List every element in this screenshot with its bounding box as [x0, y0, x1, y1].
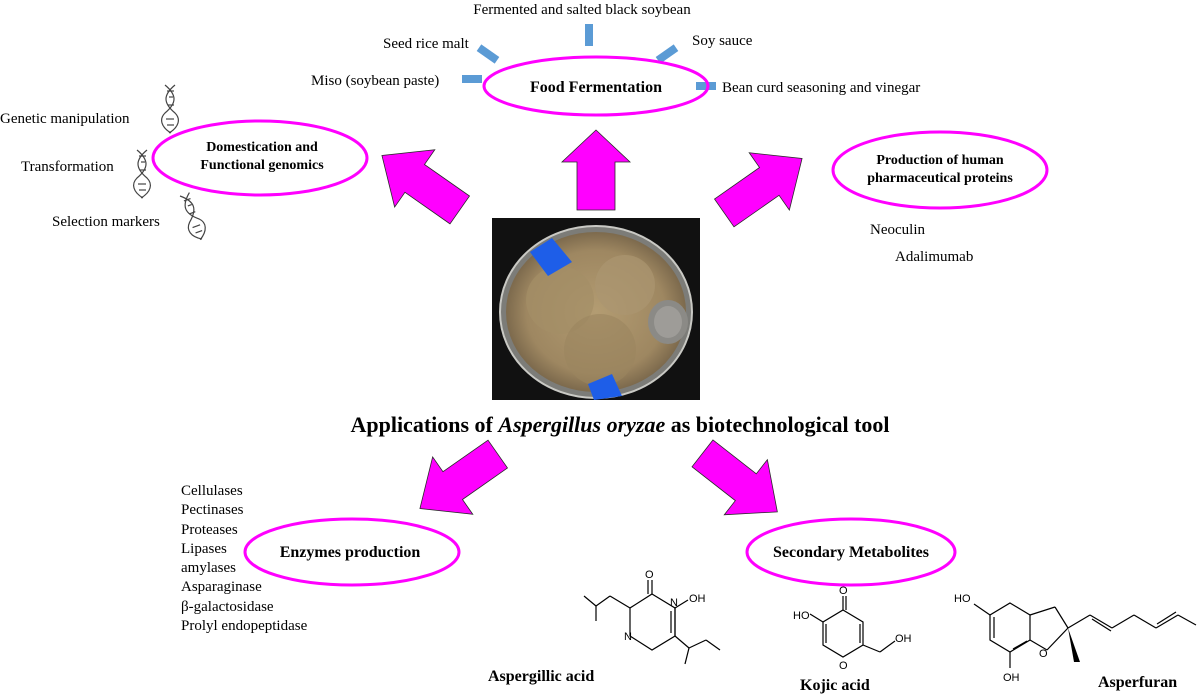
aspergillic-atom-oh: OH — [689, 593, 706, 605]
enzyme-list: Cellulases Pectinases Proteases Lipases … — [181, 482, 307, 636]
aspergillic-acid-structure — [583, 580, 721, 665]
asperfuran-atom-oh: OH — [1003, 672, 1020, 684]
kojic-atom-oh: OH — [895, 633, 912, 645]
asperfuran-atom-ho: HO — [954, 593, 971, 605]
product-bean-curd: Bean curd seasoning and vinegar — [722, 80, 921, 96]
connector-fermented — [585, 24, 593, 46]
metabolites-ellipse — [745, 517, 957, 587]
domestication-label-line2: Functional genomics — [200, 157, 324, 173]
asperfuran-atom-o: O — [1039, 648, 1048, 660]
tool-selection-markers: Selection markers — [52, 214, 160, 230]
product-soy-sauce: Soy sauce — [692, 33, 753, 49]
enzyme-item: Prolyl endopeptidase — [181, 618, 308, 635]
aspergillic-atom-n1: N — [670, 597, 678, 609]
pharma-label: Production of human pharmaceutical prote… — [867, 152, 1013, 187]
kojic-atom-o-keto: O — [839, 585, 848, 597]
domestication-label: Domestication and Functional genomics — [200, 139, 323, 174]
enzymes-label: Enzymes production — [279, 544, 421, 561]
enzyme-item: amylases — [181, 560, 236, 577]
connector-seed-rice — [476, 44, 500, 64]
title-organism: Aspergillus oryzae — [498, 412, 666, 437]
product-seed-rice-malt: Seed rice malt — [383, 36, 469, 52]
asperfuran-structure — [973, 602, 1197, 668]
aspergillic-atom-n2: N — [624, 631, 632, 643]
pharma-ellipse — [831, 130, 1049, 210]
domestication-ellipse — [151, 119, 369, 197]
dna-helix-icon — [179, 192, 206, 241]
connector-bean-curd — [696, 82, 716, 90]
enzyme-item: Asparaginase — [181, 579, 262, 596]
tool-transformation: Transformation — [21, 159, 114, 175]
arrow-upleft — [381, 149, 471, 225]
kojic-acid-structure — [809, 596, 896, 658]
title-prefix: Applications of — [350, 412, 499, 437]
enzyme-item: Proteases — [181, 521, 238, 538]
pharma-label-line1: Production of human — [876, 153, 1004, 168]
connector-miso — [462, 75, 482, 83]
dish-tape-top — [530, 238, 572, 276]
pharma-label-line2: pharmaceutical proteins — [867, 170, 1013, 186]
domestication-label-line1: Domestication and — [206, 140, 318, 155]
connector-soy-sauce — [655, 44, 679, 64]
food-fermentation-ellipse — [482, 55, 710, 117]
protein-adalimumab: Adalimumab — [895, 249, 974, 265]
arrow-up — [560, 129, 632, 211]
enzyme-item: Pectinases — [181, 502, 244, 519]
product-miso: Miso (soybean paste) — [311, 73, 440, 89]
product-fermented-black-soybean: Fermented and salted black soybean — [473, 2, 691, 18]
food-fermentation-label: Food Fermentation — [530, 79, 662, 96]
title-suffix: as biotechnological tool — [665, 412, 890, 437]
arrow-downleft — [419, 439, 509, 515]
arrow-upright — [713, 152, 803, 228]
aspergillic-atom-o: O — [645, 569, 654, 581]
arrow-downright — [691, 439, 778, 516]
page-title: Applications of Aspergillus oryzae as bi… — [350, 412, 889, 438]
kojic-atom-o-ring: O — [839, 660, 848, 672]
dna-helix-icon — [133, 149, 151, 199]
dish-tape-bottom — [588, 374, 622, 400]
food-connectors — [462, 24, 716, 90]
enzyme-item: β-galactosidase — [181, 598, 274, 615]
tool-genetic-manipulation: Genetic manipulation — [0, 111, 130, 127]
dna-helix-icon — [161, 84, 179, 134]
enzyme-item: Lipases — [181, 540, 227, 557]
compound-asperfuran: Asperfuran — [1098, 674, 1178, 691]
enzyme-item: Cellulases — [181, 483, 243, 499]
protein-neoculin: Neoculin — [870, 222, 925, 238]
metabolites-label: Secondary Metabolites — [773, 544, 929, 561]
enzymes-ellipse — [243, 517, 461, 587]
petri-dish-photo — [492, 218, 700, 400]
kojic-atom-ho: HO — [793, 610, 810, 622]
compound-aspergillic-acid: Aspergillic acid — [488, 668, 595, 685]
asperfuran-wedge — [1068, 628, 1080, 662]
compound-kojic-acid: Kojic acid — [800, 677, 870, 694]
